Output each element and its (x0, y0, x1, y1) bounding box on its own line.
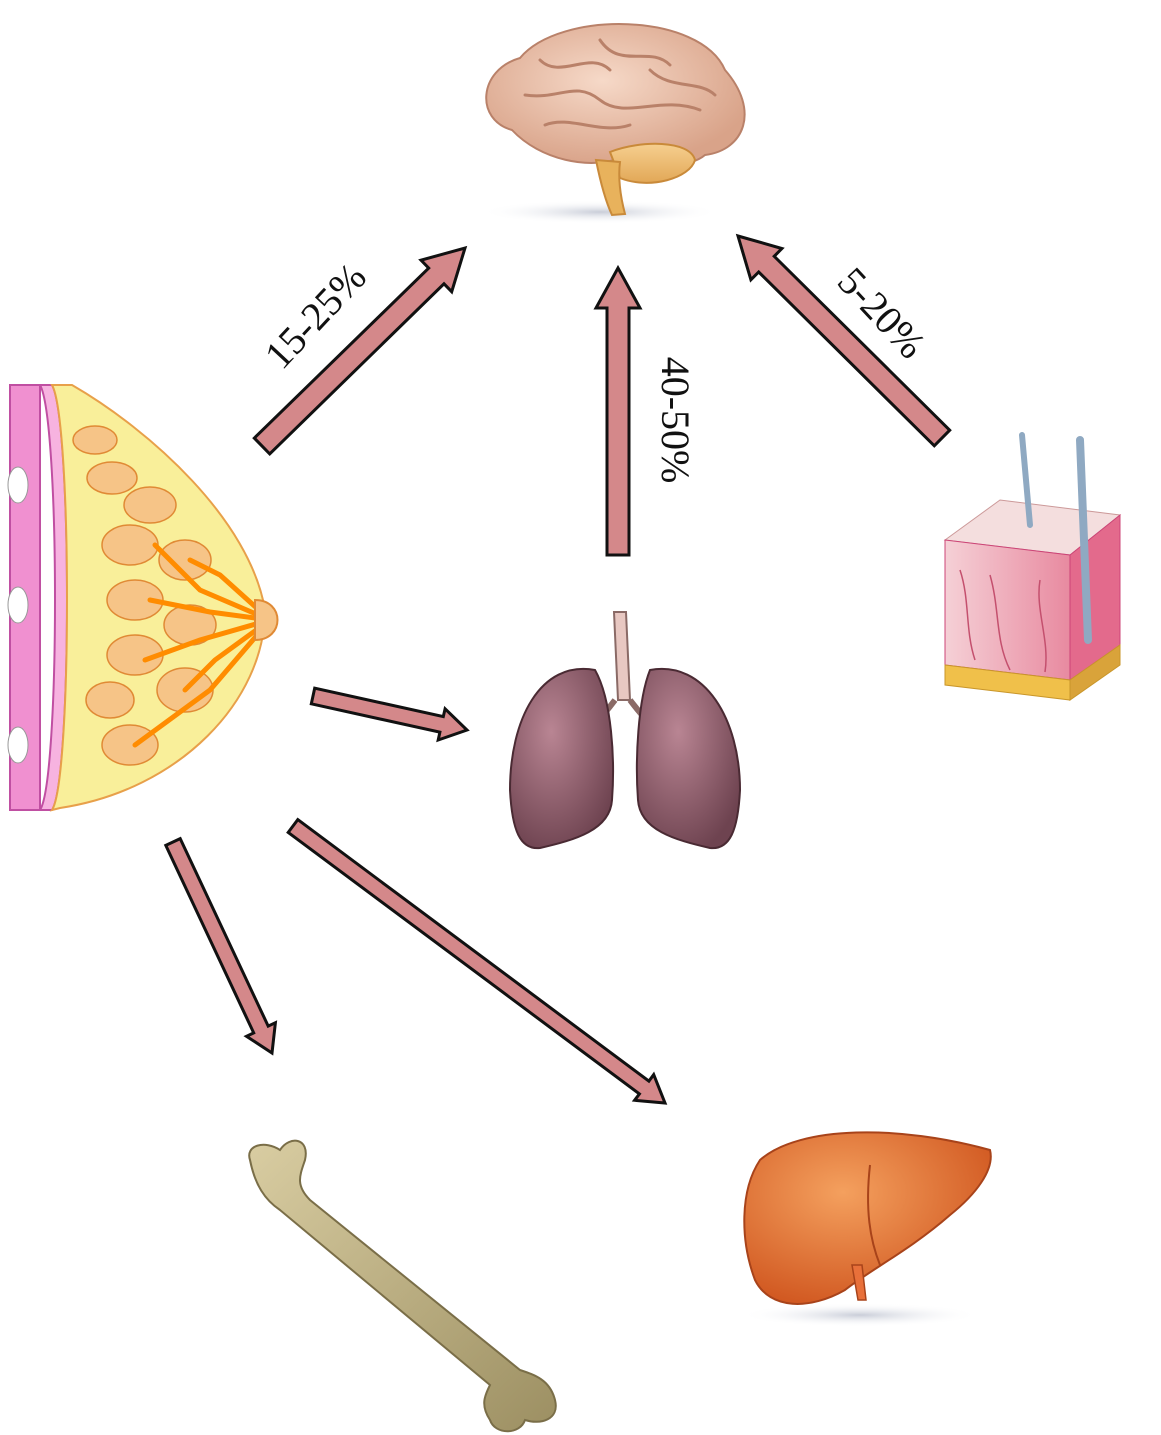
femur-bone-icon (249, 1141, 556, 1432)
liver-icon (740, 1132, 991, 1327)
arrow-breast-to-liver (288, 820, 665, 1103)
arrow-lungs-to-brain (596, 268, 640, 555)
brain-icon (480, 24, 745, 224)
breast-anatomy-icon (8, 385, 278, 810)
skin-cross-section-icon (945, 435, 1120, 700)
lungs-icon (510, 612, 740, 848)
arrow-breast-to-bone (166, 839, 276, 1053)
label-lungs-to-brain: 40-50% (653, 357, 698, 484)
arrow-breast-to-lungs (311, 688, 467, 740)
